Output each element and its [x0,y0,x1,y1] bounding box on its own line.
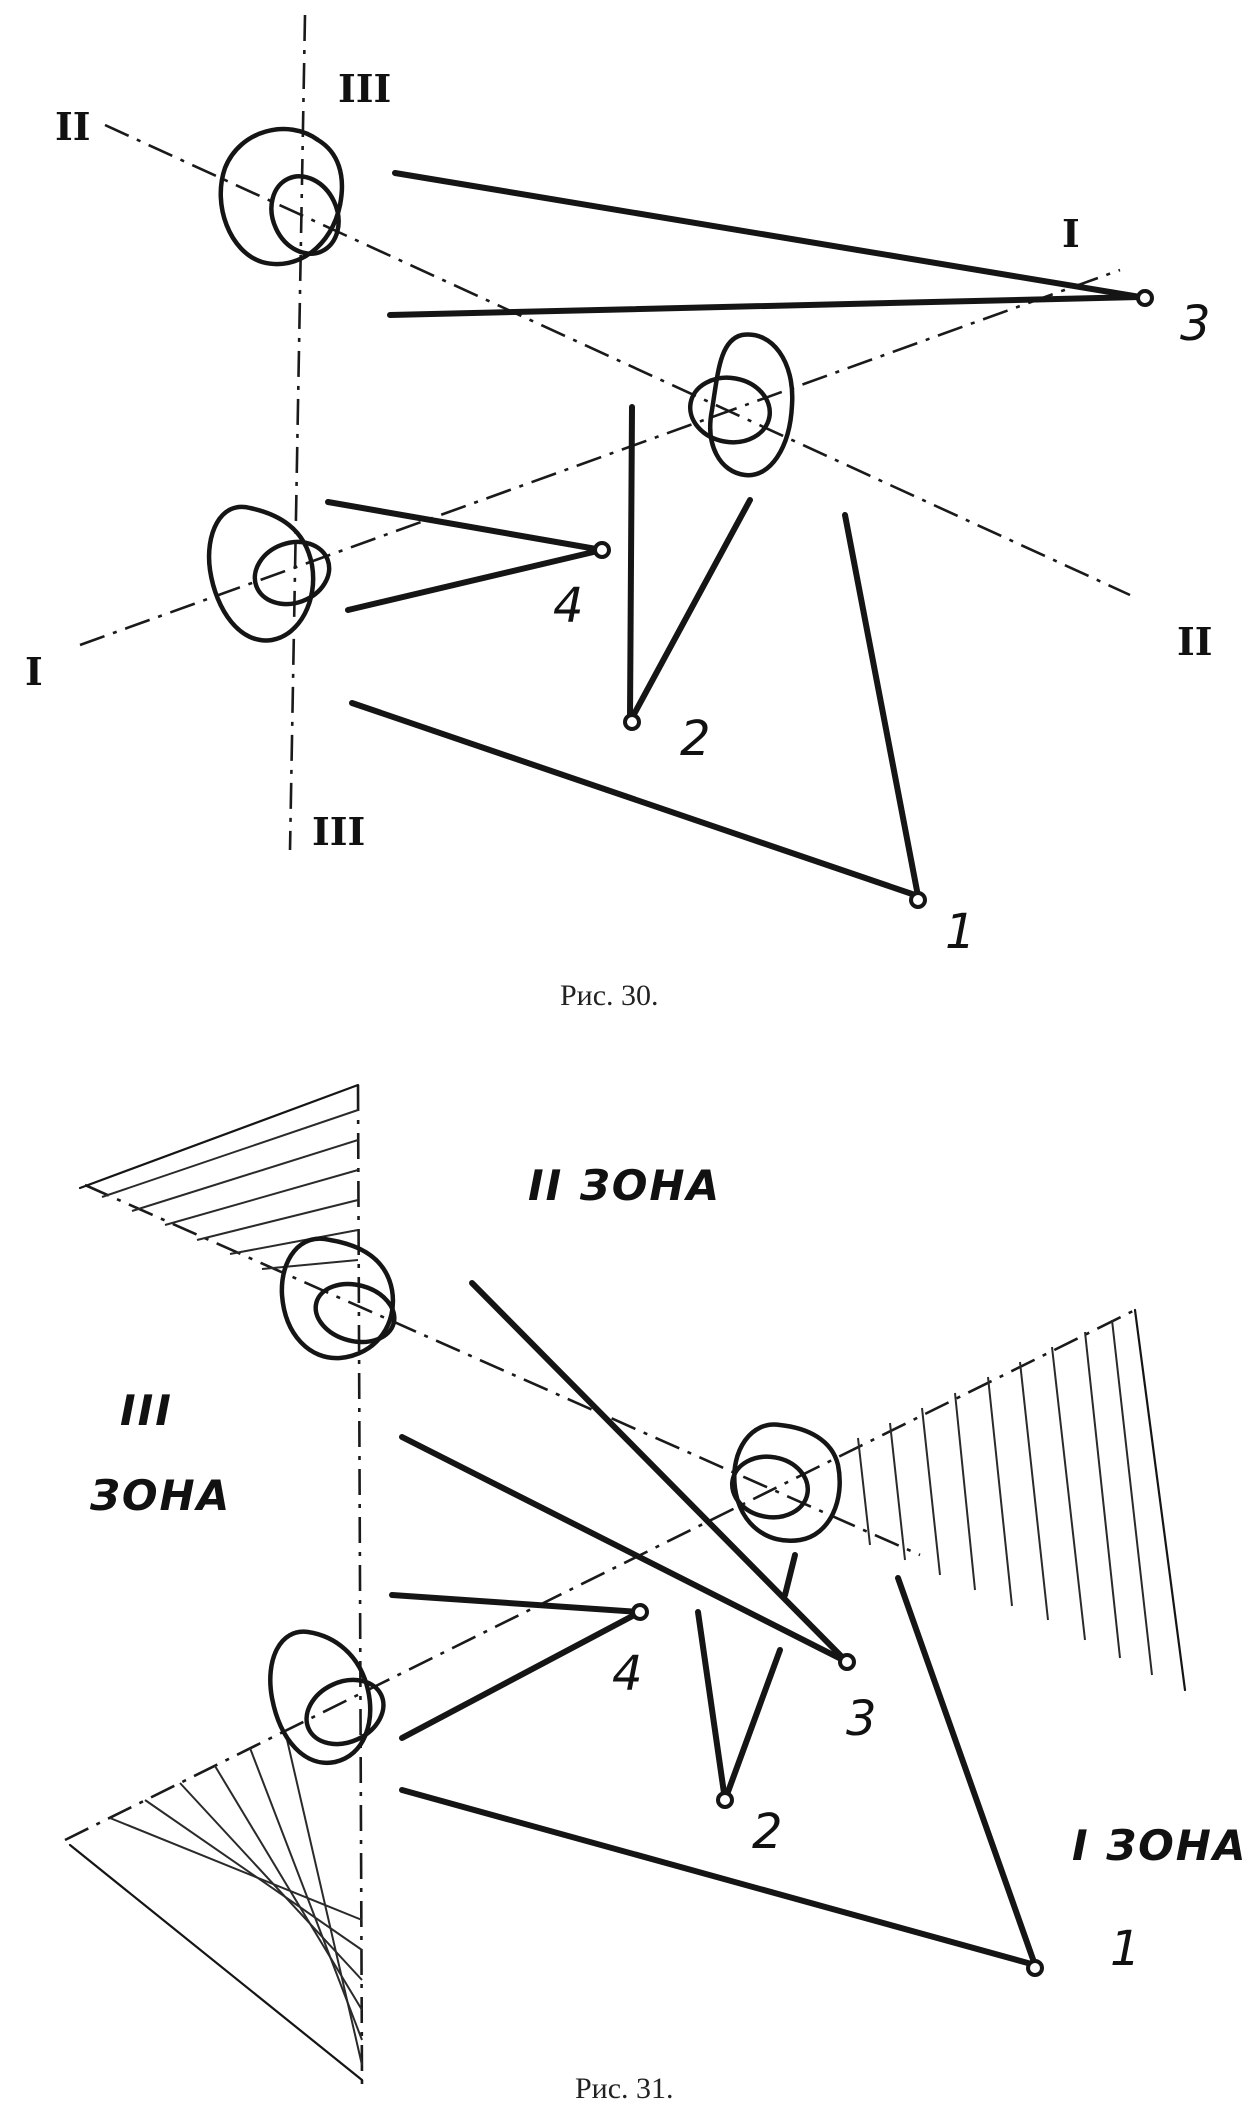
figure-30: III II I II I III [25,14,1213,1012]
axis-ii-line [104,123,1131,597]
position-label-4-31: 4 [612,1646,643,1702]
axis-iii-line [288,14,307,851]
hatched-zone-bottom-left [68,1730,364,2082]
zone-label-iii-word: ЗОНА [89,1471,231,1520]
line-to-2-left [695,1609,728,1803]
player-figure-top [218,126,345,267]
hatched-zone-top-left [78,1083,360,1270]
line-to-2-diagonal [629,497,753,721]
line-to-4-lower [345,547,605,613]
axis-label-i-left: I [25,649,43,694]
player-figure-left [206,504,332,643]
position-label-1-31: 1 [1110,1921,1141,1977]
line-to-1-right [895,1575,1038,1968]
position-label-3: 3 [1180,296,1211,352]
figure-31-caption: Рис. 31. [575,2072,674,2105]
figure-31: 3 4 2 1 II ЗОНА III ЗОНА I ЗОНА Рис. 31. [64,1083,1247,2105]
line-to-1-right [842,512,921,899]
line-to-3-upper [392,170,1143,300]
axis-label-ii-right: II [1177,619,1213,664]
position-marker-3-31 [838,1653,856,1671]
hatched-zone-right [857,1308,1187,1692]
line-to-4-upper [325,499,605,553]
axis-label-iii-top: III [338,66,391,111]
line-to-3-lower [399,1434,850,1665]
player-figure-top-31 [279,1236,397,1361]
position-marker-3 [1136,289,1154,307]
figure-30-caption: Рис. 30. [560,979,659,1012]
line-to-1-bottom [349,700,921,899]
position-label-4: 4 [553,578,584,634]
line-to-4-upper [389,1592,643,1615]
position-marker-1-31 [1026,1959,1044,1977]
line-to-3-lower [387,294,1143,318]
position-label-3-31: 3 [846,1691,877,1747]
line-to-2-vertical [627,404,635,721]
position-marker-4 [593,541,611,559]
line-to-2-right [722,1647,783,1803]
axis-label-iii-bottom: III [312,809,365,854]
line-to-4-lower [399,1609,643,1741]
position-marker-4-31 [631,1603,649,1621]
player-figure-center-31 [729,1422,842,1543]
zone-label-iii-numeral: III [120,1386,173,1435]
position-label-2: 2 [680,711,711,767]
tick-center [782,1552,798,1598]
player-figure-bottom-31 [268,1629,386,1766]
player-figure-center [687,332,795,478]
axis-i-line [79,268,1121,647]
axis-vertical-line [356,1084,364,2086]
zone-label-i: I ЗОНА [1072,1821,1247,1870]
axis-diagonal-down [84,1183,921,1557]
axis-label-ii-left: II [55,104,91,149]
position-label-2-31: 2 [752,1804,783,1860]
line-to-1-bottom [399,1787,1038,1968]
position-marker-2-31 [716,1791,734,1809]
line-to-3-diagonal [469,1280,850,1665]
position-label-1: 1 [945,904,976,960]
axis-label-i-right: I [1062,211,1080,256]
position-marker-1 [909,891,927,909]
position-marker-2 [623,713,641,731]
axis-diagonal-up [64,1308,1136,1842]
zone-label-ii: II ЗОНА [528,1161,721,1210]
